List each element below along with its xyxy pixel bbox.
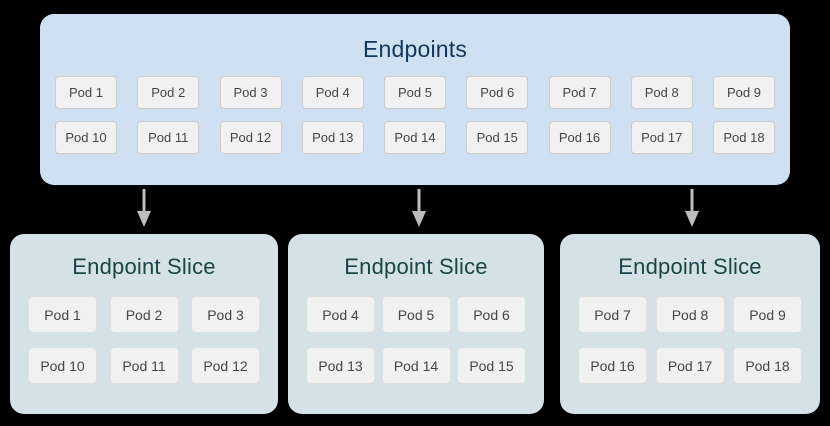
pod-chip[interactable]: Pod 7	[578, 296, 647, 333]
pod-chip[interactable]: Pod 16	[548, 121, 611, 154]
endpoints-pod-row: Pod 10 Pod 11 Pod 12 Pod 13 Pod 14 Pod 1…	[55, 121, 775, 154]
pod-chip[interactable]: Pod 15	[457, 347, 526, 384]
pod-chip[interactable]: Pod 1	[28, 296, 97, 333]
endpoint-slice-pod-grid: Pod 4 Pod 5 Pod 6 Pod 13 Pod 14 Pod 15	[306, 296, 526, 398]
endpoint-slice-pod-row: Pod 10 Pod 11 Pod 12	[28, 347, 260, 384]
pod-chip[interactable]: Pod 16	[578, 347, 647, 384]
pod-chip[interactable]: Pod 4	[301, 76, 364, 109]
arrow-down-icon	[681, 189, 703, 227]
pod-chip[interactable]: Pod 3	[219, 76, 282, 109]
pod-chip[interactable]: Pod 1	[55, 76, 117, 109]
endpoint-slice-container-3: Endpoint Slice Pod 7 Pod 8 Pod 9 Pod 16 …	[560, 234, 820, 414]
pod-chip[interactable]: Pod 11	[109, 347, 179, 384]
endpoint-slice-container-2: Endpoint Slice Pod 4 Pod 5 Pod 6 Pod 13 …	[288, 234, 544, 414]
pod-chip[interactable]: Pod 10	[28, 347, 97, 384]
pod-chip[interactable]: Pod 8	[630, 76, 693, 109]
endpoint-slice-pod-row: Pod 1 Pod 2 Pod 3	[28, 296, 260, 333]
pod-chip[interactable]: Pod 5	[381, 296, 451, 333]
pod-chip[interactable]: Pod 18	[713, 121, 775, 154]
pod-chip[interactable]: Pod 12	[191, 347, 260, 384]
endpoint-slice-pod-row: Pod 13 Pod 14 Pod 15	[306, 347, 526, 384]
endpoint-slice-pod-row: Pod 4 Pod 5 Pod 6	[306, 296, 526, 333]
pod-chip[interactable]: Pod 7	[548, 76, 611, 109]
pod-chip[interactable]: Pod 6	[466, 76, 529, 109]
arrow-down-icon	[408, 189, 430, 227]
endpoints-pod-grid: Pod 1 Pod 2 Pod 3 Pod 4 Pod 5 Pod 6 Pod …	[55, 76, 775, 166]
endpoint-slice-container-1: Endpoint Slice Pod 1 Pod 2 Pod 3 Pod 10 …	[10, 234, 278, 414]
pod-chip[interactable]: Pod 13	[306, 347, 375, 384]
endpoint-slice-pod-grid: Pod 1 Pod 2 Pod 3 Pod 10 Pod 11 Pod 12	[28, 296, 260, 398]
pod-chip[interactable]: Pod 13	[301, 121, 364, 154]
pod-chip[interactable]: Pod 15	[466, 121, 529, 154]
pod-chip[interactable]: Pod 2	[109, 296, 179, 333]
endpoints-container: Endpoints Pod 1 Pod 2 Pod 3 Pod 4 Pod 5 …	[40, 14, 790, 185]
pod-chip[interactable]: Pod 18	[733, 347, 802, 384]
pod-chip[interactable]: Pod 2	[137, 76, 200, 109]
pod-chip[interactable]: Pod 9	[733, 296, 802, 333]
endpoint-slice-pod-row: Pod 7 Pod 8 Pod 9	[578, 296, 802, 333]
pod-chip[interactable]: Pod 9	[713, 76, 775, 109]
pod-chip[interactable]: Pod 5	[384, 76, 446, 109]
pod-chip[interactable]: Pod 10	[55, 121, 117, 154]
endpoint-slice-pod-row: Pod 16 Pod 17 Pod 18	[578, 347, 802, 384]
endpoint-slice-title: Endpoint Slice	[344, 254, 488, 279]
pod-chip[interactable]: Pod 17	[630, 121, 693, 154]
pod-chip[interactable]: Pod 14	[384, 121, 446, 154]
pod-chip[interactable]: Pod 12	[219, 121, 282, 154]
arrow-down-icon	[133, 189, 155, 227]
pod-chip[interactable]: Pod 14	[381, 347, 451, 384]
endpoint-slice-pod-grid: Pod 7 Pod 8 Pod 9 Pod 16 Pod 17 Pod 18	[578, 296, 802, 398]
pod-chip[interactable]: Pod 4	[306, 296, 375, 333]
endpoints-title: Endpoints	[362, 36, 468, 62]
endpoint-slice-title: Endpoint Slice	[72, 254, 216, 279]
pod-chip[interactable]: Pod 6	[457, 296, 526, 333]
pod-chip[interactable]: Pod 17	[655, 347, 725, 384]
endpoints-pod-row: Pod 1 Pod 2 Pod 3 Pod 4 Pod 5 Pod 6 Pod …	[55, 76, 775, 109]
pod-chip[interactable]: Pod 11	[137, 121, 200, 154]
pod-chip[interactable]: Pod 3	[191, 296, 260, 333]
endpoint-slice-title: Endpoint Slice	[618, 254, 762, 279]
pod-chip[interactable]: Pod 8	[655, 296, 725, 333]
